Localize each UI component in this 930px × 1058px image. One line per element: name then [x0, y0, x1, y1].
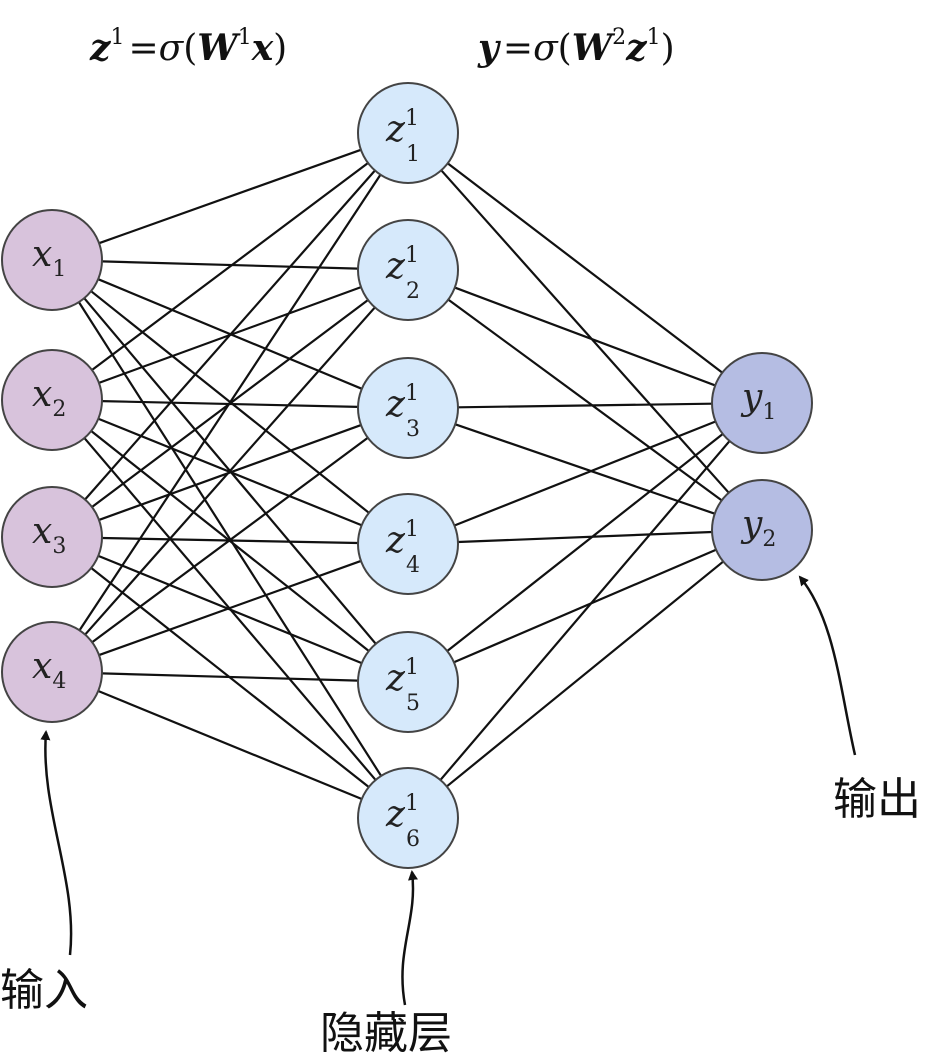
- input-node-circle: [1, 209, 103, 311]
- input-node-x2: x2: [1, 349, 103, 451]
- input-label: 输入: [0, 965, 88, 1016]
- output-node-circle: [711, 352, 813, 454]
- formula-hidden: z1=σ(W1x): [89, 25, 287, 69]
- edge-z3-y1: [457, 402, 713, 409]
- edge-x4-z3: [91, 436, 369, 644]
- hidden-node-circle: [357, 82, 459, 184]
- output-arrow: [798, 575, 857, 756]
- edge-x2-z1: [91, 162, 369, 371]
- edge-z6-y2: [446, 560, 724, 788]
- edge-z3-y2: [454, 423, 716, 515]
- output-label: 输出: [833, 774, 921, 825]
- hidden-arrow: [401, 870, 418, 1006]
- edge-x4-z2: [84, 306, 376, 636]
- edge-z1-y2: [440, 169, 730, 494]
- hidden-node-circle: [357, 493, 459, 595]
- input-arrow: [40, 730, 73, 956]
- input-node-x1: x1: [1, 209, 103, 311]
- edge-x1-z1: [98, 148, 362, 245]
- hidden-node-circle: [357, 357, 459, 459]
- output-node-y2: y2: [711, 479, 813, 581]
- edge-z2-y2: [447, 298, 723, 502]
- formula-output: y=σ(W2z1): [477, 25, 675, 69]
- edge-z5-y1: [446, 433, 724, 652]
- edge-z5-y2: [453, 548, 717, 664]
- hidden-node-circle: [357, 767, 459, 869]
- hidden-node-circle: [357, 631, 459, 733]
- input-node-label: x2: [32, 374, 66, 422]
- input-node-x4: x4: [1, 621, 103, 723]
- edge-z1-y1: [447, 162, 723, 374]
- edge-x3-z5: [97, 554, 363, 665]
- edge-x1-z2: [101, 260, 359, 270]
- input-node-circle: [1, 486, 103, 588]
- output-node-label: y1: [740, 377, 776, 425]
- edge-x4-z5: [101, 672, 359, 682]
- output-node-y1: y1: [711, 352, 813, 454]
- hidden-layer-label: 隐藏层: [320, 1008, 452, 1058]
- connections: [77, 148, 731, 801]
- input-node-label: x1: [32, 234, 66, 282]
- edge-z4-y1: [454, 420, 716, 527]
- output-node-circle: [711, 479, 813, 581]
- input-node-label: x3: [32, 511, 66, 559]
- input-node-circle: [1, 621, 103, 723]
- output-node-label: y2: [740, 504, 776, 552]
- edge-z4-y2: [457, 530, 713, 544]
- edge-z2-y1: [454, 286, 716, 387]
- input-node-x3: x3: [1, 486, 103, 588]
- input-node-label: x4: [32, 646, 66, 694]
- edge-x3-z1: [84, 169, 376, 501]
- edge-x4-z1: [78, 174, 382, 631]
- edge-x4-z6: [97, 689, 363, 801]
- edge-z6-y1: [439, 440, 731, 781]
- edge-x4-z4: [98, 559, 362, 657]
- hidden-node-circle: [357, 219, 459, 321]
- input-node-circle: [1, 349, 103, 451]
